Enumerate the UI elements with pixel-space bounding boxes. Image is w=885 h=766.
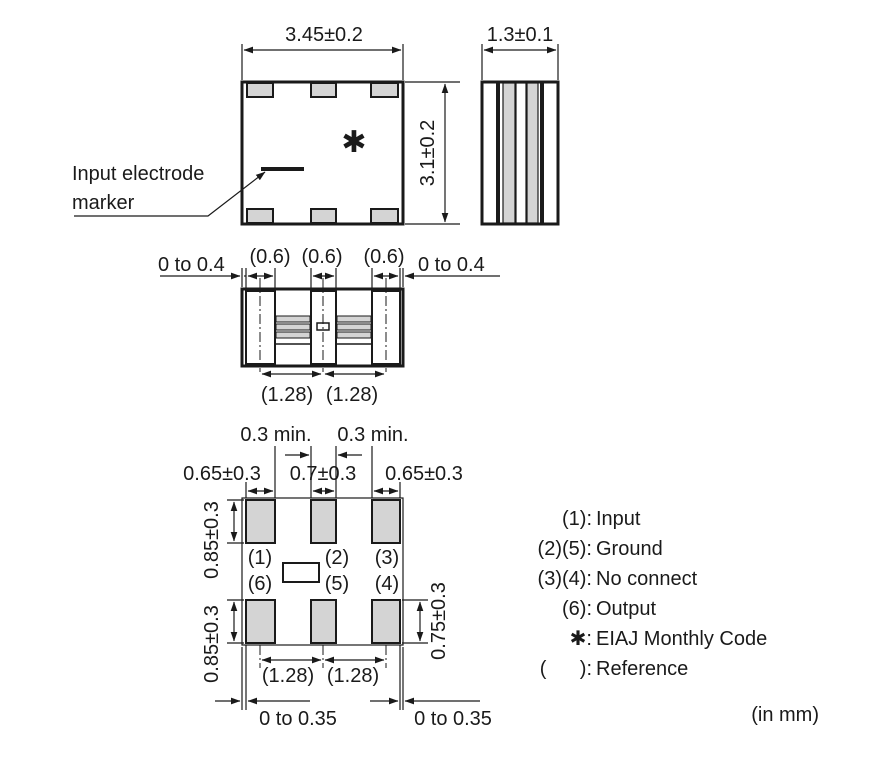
pin-4-label: (4) [375, 573, 399, 595]
eiaj-code-symbol: ✱ [341, 126, 366, 159]
top-pad-2 [310, 82, 337, 98]
top-view-body [240, 80, 405, 226]
pad-width-middle: 0.7±0.3 [290, 463, 357, 485]
legend-label-4: EIAJ Monthly Code [596, 628, 767, 650]
front-left-offset: 0 to 0.4 [158, 254, 225, 276]
legend-key-1: (2)(5): [538, 538, 592, 560]
height-dimension: 3.1±0.2 [417, 120, 439, 187]
land-pad-1 [245, 499, 276, 544]
legend-key-5: ( ): [540, 658, 592, 680]
pin-6-label: (6) [248, 573, 272, 595]
pin-3-label: (3) [375, 547, 399, 569]
legend-key-0: (1): [562, 508, 592, 530]
legend-label-2: No connect [596, 568, 698, 590]
offset-left: 0 to 0.35 [259, 708, 337, 730]
width-dimension: 3.45±0.2 [285, 24, 363, 46]
front-view: 0 to 0.4 0 to 0.4 (0.6) (0.6) (0.6) (1.2… [158, 246, 500, 406]
pad-height-right: 0.75±0.3 [428, 582, 450, 660]
input-marker-land [282, 562, 320, 583]
legend-label-5: Reference [596, 658, 688, 680]
land-pad-3 [371, 499, 401, 544]
land-pad-4 [371, 599, 401, 644]
legend-key-3: (6): [562, 598, 592, 620]
front-pitch-2: (1.28) [326, 384, 378, 406]
top-pad-6 [246, 208, 274, 224]
top-pad-3 [370, 82, 399, 98]
pin-2-label: (2) [325, 547, 349, 569]
legend-key-2: (3)(4): [538, 568, 592, 590]
footprint-pitch-1: (1.28) [262, 665, 314, 687]
pad-height-top: 0.85±0.3 [201, 501, 223, 579]
legend-label-0: Input [596, 508, 641, 530]
land-pad-6 [245, 599, 276, 644]
pin-1-label: (1) [248, 547, 272, 569]
footprint-pitch-2: (1.28) [327, 665, 379, 687]
top-pad-5 [310, 208, 337, 224]
front-pad-width-1: (0.6) [249, 246, 290, 268]
gap-dimension-1: 0.3 min. [240, 424, 311, 446]
side-view: 1.3±0.1 [480, 24, 560, 226]
front-pitch-1: (1.28) [261, 384, 313, 406]
units-note: (in mm) [751, 704, 819, 726]
footprint-view: (1) (2) (3) (6) (5) (4) 0.3 min. 0.3 min… [183, 424, 492, 730]
top-view: ✱ 3.45±0.2 3.1±0.2 Input electrode marke… [72, 24, 460, 226]
marker-label-line1: Input electrode [72, 163, 204, 185]
legend-key-4: ✱: [570, 628, 592, 650]
top-pad-4 [370, 208, 399, 224]
front-pad-width-3: (0.6) [363, 246, 404, 268]
land-pad-2 [310, 499, 337, 544]
pin-5-label: (5) [325, 573, 349, 595]
top-pad-1 [246, 82, 274, 98]
front-pad-width-2: (0.6) [301, 246, 342, 268]
pad-height-bottom: 0.85±0.3 [201, 605, 223, 683]
land-pad-5 [310, 599, 337, 644]
gap-dimension-2: 0.3 min. [337, 424, 408, 446]
pad-width-right: 0.65±0.3 [385, 463, 463, 485]
legend-label-1: Ground [596, 538, 663, 560]
pad-width-left: 0.65±0.3 [183, 463, 261, 485]
legend-label-3: Output [596, 598, 656, 620]
marker-leader [74, 171, 266, 217]
marker-label-line2: marker [72, 192, 135, 214]
offset-right: 0 to 0.35 [414, 708, 492, 730]
thickness-dimension: 1.3±0.1 [487, 24, 554, 46]
front-right-offset: 0 to 0.4 [418, 254, 485, 276]
pin-legend: (1):Input(2)(5):Ground(3)(4):No connect(… [538, 508, 768, 680]
